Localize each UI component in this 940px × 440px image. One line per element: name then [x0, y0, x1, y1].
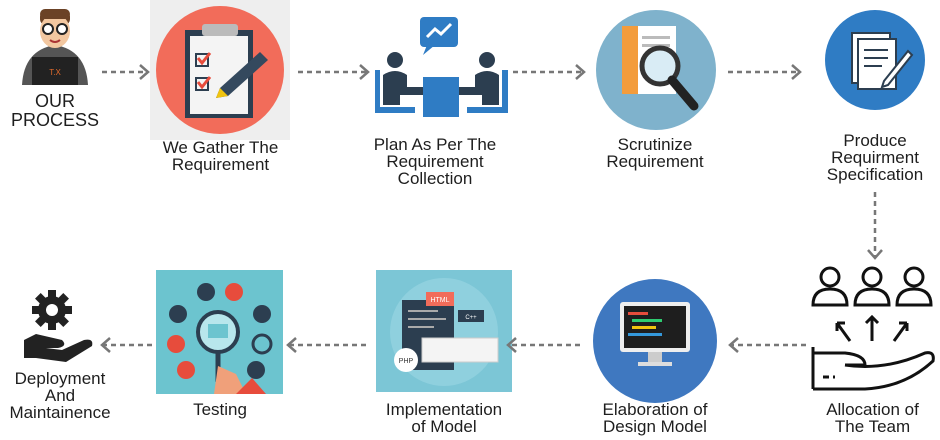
- label-line: We Gather The: [162, 138, 279, 157]
- implementation-image: HTML C++ PHP: [376, 270, 512, 392]
- step-label: Testing: [150, 401, 290, 418]
- label-line: Requirement: [606, 152, 704, 171]
- step-label: Elaboration of Design Model: [580, 401, 730, 435]
- step-label: Produce Requirment Specification: [805, 132, 940, 183]
- arrow-left: [286, 337, 366, 353]
- magnifier-document-icon: [596, 10, 716, 130]
- step-label: We Gather The Requirement: [148, 139, 293, 173]
- arrow-left: [728, 337, 806, 353]
- arrow-right: [102, 64, 150, 80]
- label-line: Design Model: [603, 417, 707, 436]
- code-editor-keyboard-icon: HTML C++ PHP: [390, 278, 499, 386]
- svg-text:C++: C++: [465, 315, 477, 321]
- monitor-code-icon: [593, 279, 717, 403]
- label-line: Collection: [397, 169, 473, 188]
- clipboard-checklist-icon: [156, 6, 284, 134]
- arrow-right: [728, 64, 802, 80]
- title-line: OUR: [35, 91, 75, 111]
- step-label: Deployment And Maintainence: [0, 370, 120, 421]
- step-label: Implementation of Model: [360, 401, 528, 435]
- arrow-left: [100, 337, 152, 353]
- svg-text:HTML: HTML: [430, 297, 449, 304]
- label-line: Produce: [843, 131, 907, 150]
- label-line: Elaboration of: [602, 400, 708, 419]
- label-line: Specification: [826, 165, 924, 184]
- magnifier-testing-icon: [167, 283, 273, 394]
- step-label: Scrutinize Requirement: [585, 136, 725, 170]
- label-line: Testing: [193, 400, 247, 419]
- svg-text:T.X: T.X: [49, 68, 61, 77]
- meeting-plan-icon: [375, 17, 508, 117]
- testing-image: [156, 270, 283, 394]
- step-label: Plan As Per The Requirement Collection: [355, 136, 515, 187]
- label-line: Requirement: [386, 152, 484, 171]
- label-line: Requirment: [831, 148, 919, 167]
- label-line: Scrutinize: [617, 135, 693, 154]
- arrow-right: [513, 64, 586, 80]
- gear-hand-icon: [24, 290, 93, 362]
- businessman-icon: T.X: [22, 9, 88, 85]
- label-line: And: [44, 386, 76, 405]
- svg-text:PHP: PHP: [399, 358, 414, 365]
- document-pen-icon: [825, 10, 925, 110]
- step-label: Allocation of The Team: [805, 401, 940, 435]
- arrow-right: [298, 64, 370, 80]
- label-line: Plan As Per The: [373, 135, 497, 154]
- team-hand-icon: [811, 266, 935, 391]
- label-line: Requirement: [171, 155, 270, 174]
- title-line: PROCESS: [10, 110, 100, 130]
- label-line: Implementation: [385, 400, 503, 419]
- gather-requirement-image: [150, 0, 290, 140]
- arrow-down: [867, 192, 883, 260]
- label-line: Deployment: [14, 369, 106, 388]
- arrow-left: [506, 337, 580, 353]
- label-line: The Team: [834, 417, 911, 436]
- label-line: of Model: [411, 417, 477, 436]
- label-line: Allocation of: [826, 400, 919, 419]
- label-line: Maintainence: [9, 403, 111, 422]
- title-our-process: OUR PROCESS: [10, 92, 100, 130]
